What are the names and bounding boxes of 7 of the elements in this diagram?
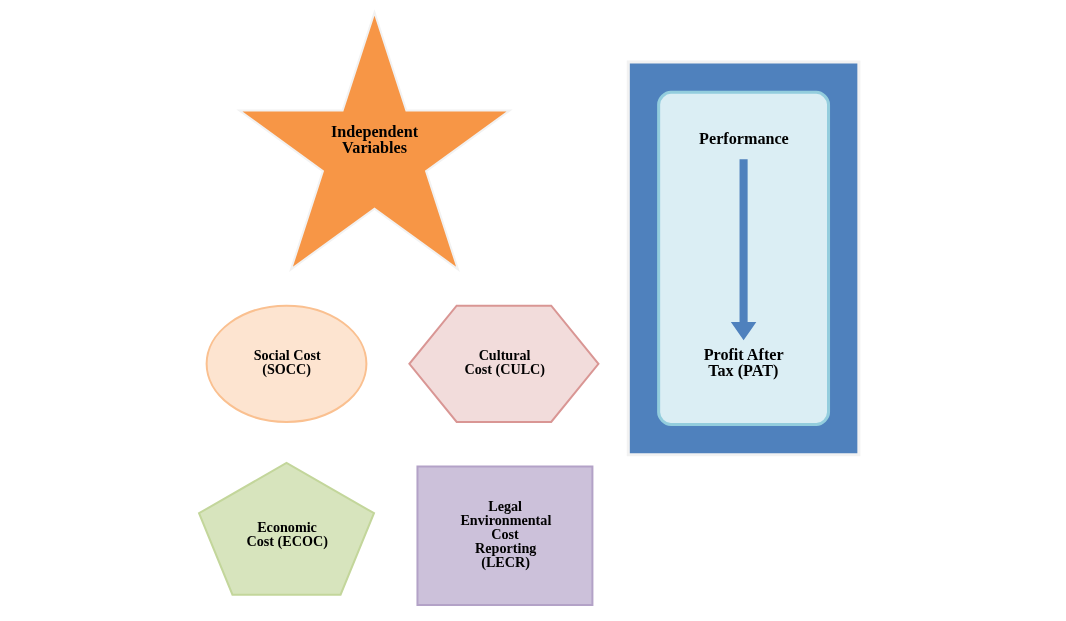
node-text: Performance [699,129,789,147]
node-box: Legal Environmental Cost Reporting (LECR) [416,465,594,606]
arrow [730,159,757,341]
cluster [657,90,831,426]
cluster [626,60,861,457]
node-ellipse: Social Cost (SOCC) [205,304,368,423]
node-text: Profit After Tax (PAT) [703,345,784,379]
